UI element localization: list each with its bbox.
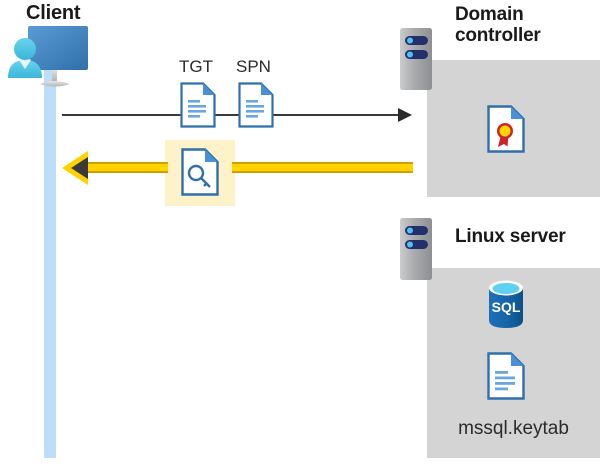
svg-text:SQL: SQL (492, 299, 521, 315)
tgt-document-icon (180, 82, 216, 128)
client-workstation-icon (6, 24, 98, 96)
keytab-filename-label: mssql.keytab (458, 418, 569, 439)
domain-controller-server-icon (400, 28, 432, 90)
certificate-document-icon (487, 105, 525, 153)
client-title: Client (26, 2, 81, 24)
response-arrow-line-right (232, 162, 413, 173)
request-arrow-line (62, 114, 402, 116)
response-arrow-head (71, 157, 88, 179)
domain-controller-title: Domain controller (455, 4, 541, 47)
spn-label: SPN (236, 57, 271, 76)
keytab-document-icon (487, 352, 525, 400)
request-arrow-head (398, 108, 412, 122)
client-lifeline (44, 68, 56, 458)
key-document-icon (181, 148, 219, 196)
spn-document-icon (238, 82, 274, 128)
response-arrow-line-left (78, 162, 168, 173)
linux-server-icon (400, 218, 432, 280)
sql-database-icon: SQL (484, 278, 528, 330)
tgt-label: TGT (179, 57, 213, 76)
linux-server-title: Linux server (455, 226, 566, 247)
